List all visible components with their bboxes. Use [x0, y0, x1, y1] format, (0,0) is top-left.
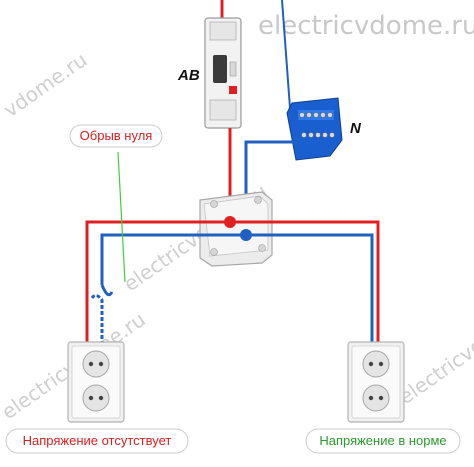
- phase-junction-node: [224, 216, 236, 228]
- watermark-bottom-right: electricvd: [394, 333, 474, 409]
- neutral-bus-bar: [286, 97, 343, 161]
- neutral-break-pointer: [117, 151, 126, 283]
- neutral-junction-node: [240, 229, 252, 241]
- watermark-top: electricvdome.ru: [258, 11, 474, 41]
- broken-neutral-end-bottom: [90, 293, 104, 345]
- neutral-input-wire: [281, 0, 291, 109]
- callout-no-voltage: Напряжение отсутствует: [5, 428, 189, 454]
- socket-right: [347, 341, 405, 423]
- junction-box: [199, 191, 273, 267]
- socket-left: [67, 341, 125, 423]
- callout-neutral-break: Обрыв нуля: [69, 124, 163, 148]
- circuit-breaker: [204, 17, 242, 129]
- callout-normal-voltage-text: Напряжение в норме: [319, 433, 446, 448]
- broken-neutral-end-top: [100, 284, 114, 297]
- callout-normal-voltage: Напряжение в норме: [305, 428, 461, 454]
- neutral-distribution-wire: [100, 233, 374, 345]
- callout-neutral-break-text: Обрыв нуля: [80, 128, 153, 143]
- breaker-label: AB: [177, 67, 200, 84]
- callout-no-voltage-text: Напряжение отсутствует: [23, 433, 172, 448]
- watermark-left: vdome.ru: [0, 47, 91, 122]
- neutral-bus-label: N: [350, 120, 362, 137]
